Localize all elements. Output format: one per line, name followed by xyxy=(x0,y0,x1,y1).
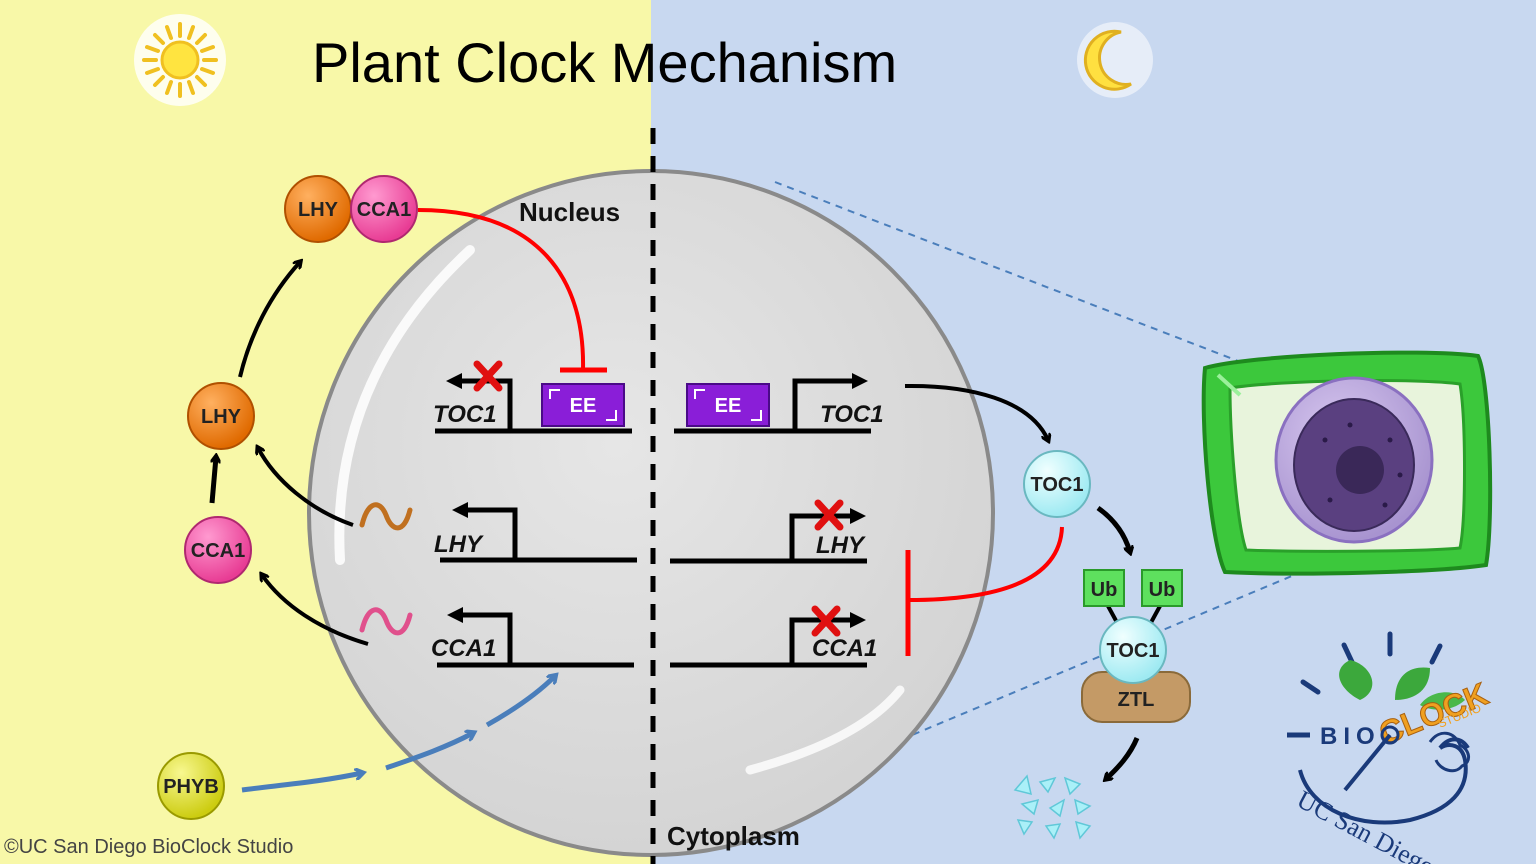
ee-element-day: EE xyxy=(541,383,625,427)
gene-label-cca1-day: CCA1 xyxy=(431,635,496,662)
protein-phyb: PHYB xyxy=(157,752,225,820)
gene-cca1-day: CCA1 xyxy=(431,607,634,668)
gene-toc1-day: TOC1 xyxy=(433,373,632,434)
repression-line-toc1 xyxy=(907,526,1064,602)
ee-label-night: EE xyxy=(715,395,742,417)
arrow-lhy-mrna-to-protein xyxy=(258,448,354,527)
protein-label-lhy-complex: LHY xyxy=(298,199,339,221)
protein-label-cca1: CCA1 xyxy=(191,540,245,562)
arrow-lhy-to-complex xyxy=(238,262,300,378)
gene-label-lhy-day: LHY xyxy=(434,531,484,558)
moon-icon xyxy=(1077,22,1153,98)
protein-lhy: LHY xyxy=(187,382,255,450)
arrow-cca1-to-lhy xyxy=(209,457,216,504)
protein-lhy-complex: LHY xyxy=(284,175,352,243)
degradation-fragments-icon xyxy=(1013,774,1092,840)
ubiquitin-tag-2: Ub xyxy=(1141,569,1183,607)
arrow-toc1-gene-to-protein xyxy=(904,383,1048,440)
ztl-complex: Ub Ub ZTL TOC1 xyxy=(1081,569,1191,723)
gene-toc1-night: TOC1 xyxy=(674,373,884,434)
mrna-lhy xyxy=(359,502,413,531)
ee-label-day: EE xyxy=(570,395,597,417)
protein-label-toc1: TOC1 xyxy=(1031,474,1084,496)
arrow-phyb-2 xyxy=(385,733,473,771)
protein-cca1-complex: CCA1 xyxy=(350,175,418,243)
ubiquitin-tag-1: Ub xyxy=(1083,569,1125,607)
red-x-icon xyxy=(811,605,841,637)
mrna-cca1 xyxy=(359,607,413,636)
gene-label-lhy-night: LHY xyxy=(816,532,866,559)
zoom-line-top xyxy=(774,181,1301,386)
gene-lhy-day: LHY xyxy=(434,502,637,563)
ub-label-1: Ub xyxy=(1091,579,1118,601)
copyright-text: ©UC San Diego BioClock Studio xyxy=(4,836,293,858)
ub-label-2: Ub xyxy=(1149,579,1176,601)
protein-toc1-bound: TOC1 xyxy=(1099,616,1167,684)
gene-label-toc1-night: TOC1 xyxy=(820,401,884,428)
protein-label-lhy: LHY xyxy=(201,406,242,428)
protein-label-ztl: ZTL xyxy=(1118,689,1155,711)
cytoplasm-label: Cytoplasm xyxy=(667,821,800,851)
arrow-phyb-3 xyxy=(485,676,555,728)
gene-cca1-night: CCA1 xyxy=(670,612,877,668)
repression-line-lhy-cca1 xyxy=(417,208,586,371)
page-title: Plant Clock Mechanism xyxy=(312,31,897,94)
nucleus-label: Nucleus xyxy=(519,197,620,227)
red-x-icon xyxy=(814,499,844,531)
plant-cell-icon xyxy=(1201,350,1493,576)
arrow-to-degradation xyxy=(1106,737,1140,779)
protein-label-phyb: PHYB xyxy=(163,776,219,798)
protein-label-toc1-bound: TOC1 xyxy=(1107,640,1160,662)
arrow-phyb-1 xyxy=(241,773,362,793)
nucleus xyxy=(307,169,995,857)
arrow-toc1-to-ztl xyxy=(1096,505,1130,552)
gene-label-toc1-day: TOC1 xyxy=(433,401,497,428)
logo-bio-text: BIO xyxy=(1320,723,1381,750)
protein-cca1: CCA1 xyxy=(184,516,252,584)
protein-label-cca1-complex: CCA1 xyxy=(357,199,411,221)
arrow-cca1-mrna-to-protein xyxy=(262,575,369,646)
ee-element-night: EE xyxy=(686,383,770,427)
protein-toc1: TOC1 xyxy=(1023,450,1091,518)
gene-label-cca1-night: CCA1 xyxy=(812,635,877,662)
sun-icon xyxy=(134,14,226,106)
protein-ztl: ZTL xyxy=(1081,671,1191,723)
red-x-icon xyxy=(473,360,503,392)
